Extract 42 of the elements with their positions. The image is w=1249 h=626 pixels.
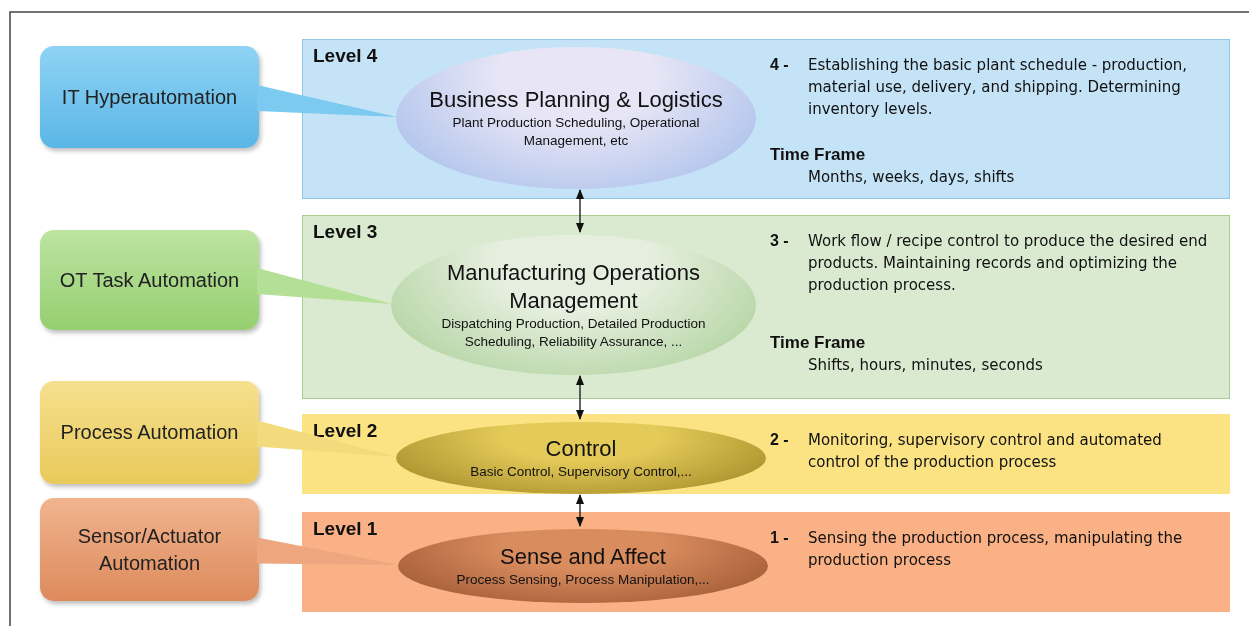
time-frame-text: Shifts, hours, minutes, seconds xyxy=(808,355,1044,376)
time-frame-text: Months, weeks, days, shifts xyxy=(808,167,1016,188)
level-number: 3 - xyxy=(770,231,790,251)
level-label: Level 2 xyxy=(313,420,379,442)
callout-text: Sensor/Actuator Automation xyxy=(76,523,223,576)
ellipse-subtitle: Plant Production Scheduling, Operational Management, etc xyxy=(451,114,701,150)
double-arrow xyxy=(575,493,585,528)
level-band xyxy=(302,215,1230,399)
level-band xyxy=(302,414,1230,494)
level-description: Establishing the basic plant schedule - production, material use, delivery, and shipping. Determining inventory levels. xyxy=(808,55,1189,120)
level-label: Level 4 xyxy=(313,45,379,67)
time-frame-heading: Time Frame xyxy=(770,332,867,354)
callout-pointer xyxy=(257,85,397,117)
level-band xyxy=(302,512,1230,612)
ellipse-subtitle: Basic Control, Supervisory Control,... xyxy=(469,463,693,481)
double-arrow xyxy=(575,188,585,234)
ellipse-subtitle: Process Sensing, Process Manipulation,... xyxy=(455,571,711,589)
level-label: Level 1 xyxy=(313,518,379,540)
time-frame-heading: Time Frame xyxy=(770,144,867,166)
level-number: 2 - xyxy=(770,430,790,450)
level-number: 4 - xyxy=(770,55,790,75)
level-band xyxy=(302,39,1230,199)
level-description: Sensing the production process, manipulating the production process xyxy=(808,528,1184,571)
ellipse-title: Control xyxy=(544,435,618,463)
double-arrow xyxy=(575,374,585,421)
callout-box xyxy=(40,230,259,330)
level-number: 1 - xyxy=(770,528,790,548)
callout-pointer xyxy=(257,268,392,304)
level-description: Monitoring, supervisory control and automated control of the production process xyxy=(808,430,1163,473)
callout-box xyxy=(40,46,259,148)
level-label: Level 3 xyxy=(313,221,379,243)
ellipse-subtitle: Dispatching Production, Detailed Production Scheduling, Reliability Assurance, ... xyxy=(440,315,707,351)
ellipse-title: Sense and Affect xyxy=(499,543,667,571)
callout-text: Process Automation xyxy=(59,420,240,445)
callout-pointer xyxy=(257,537,399,565)
ellipse-title: Business Planning & Logistics xyxy=(428,86,724,114)
callout-text: IT Hyperautomation xyxy=(60,84,239,110)
level-description: Work flow / recipe control to produce the desired end products. Maintaining records and optimizing the production process. xyxy=(808,231,1209,296)
callout-text: OT Task Automation xyxy=(59,267,240,293)
ellipse-title: Manufacturing Operations Management xyxy=(445,259,702,315)
callout-box xyxy=(40,381,259,484)
callout-box xyxy=(40,498,259,601)
